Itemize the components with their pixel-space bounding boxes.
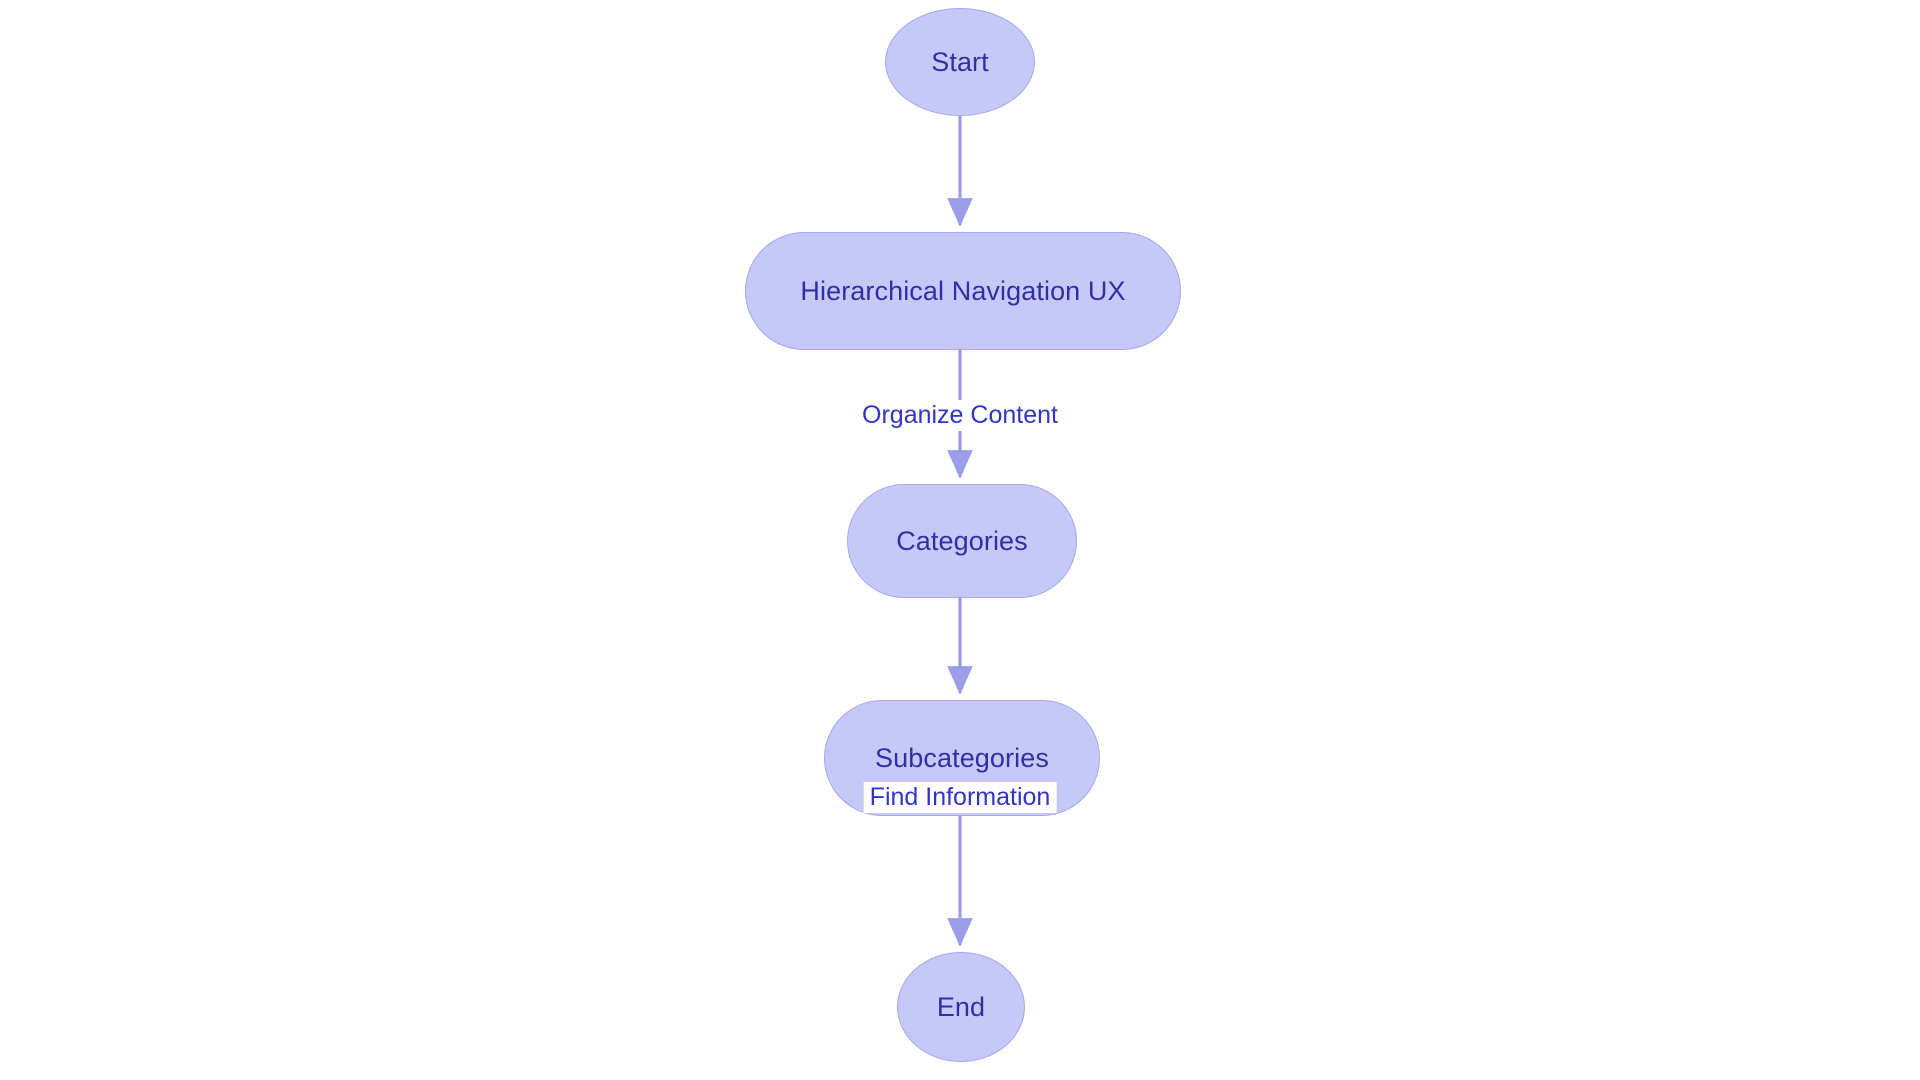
node-end[interactable]: End (897, 952, 1025, 1062)
node-categories[interactable]: Categories (847, 484, 1077, 598)
node-hierarchical-navigation-ux[interactable]: Hierarchical Navigation UX (745, 232, 1181, 350)
node-hierarchical-navigation-ux-label: Hierarchical Navigation UX (800, 275, 1126, 306)
node-start[interactable]: Start (885, 8, 1035, 116)
node-categories-label: Categories (896, 525, 1028, 556)
node-start-label: Start (931, 46, 989, 77)
node-end-label: End (936, 991, 986, 1022)
edge-label-find-information: Find Information (863, 782, 1057, 813)
edge-label-organize-content: Organize Content (856, 400, 1064, 431)
node-subcategories-label: Subcategories (875, 742, 1049, 773)
